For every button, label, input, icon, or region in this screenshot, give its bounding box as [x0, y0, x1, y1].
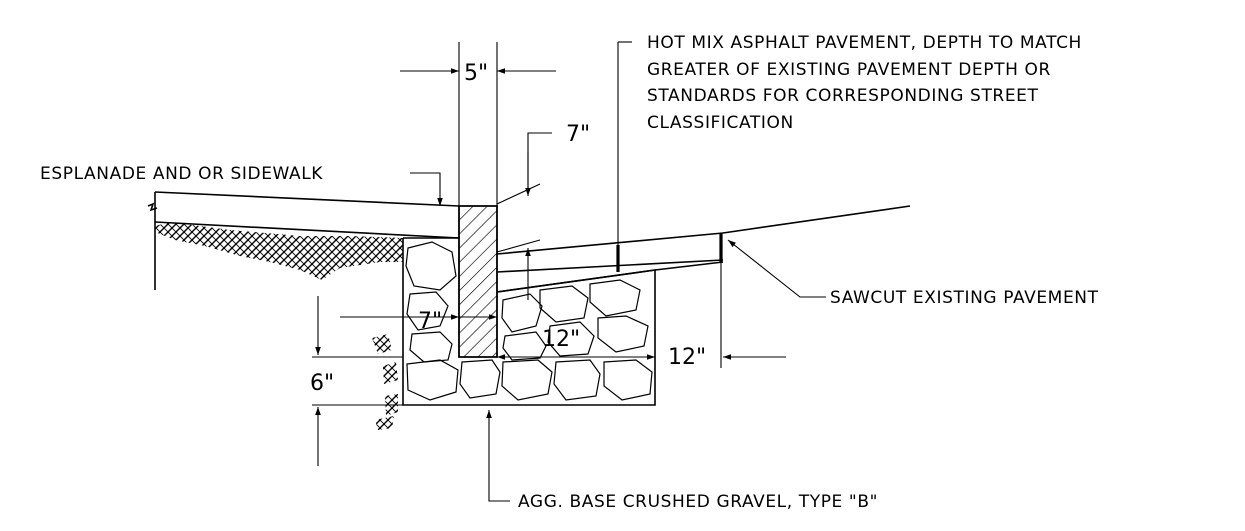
- dim-label-sawcut-offset: 12": [668, 345, 706, 370]
- dim-label-curb-width: 5": [464, 61, 488, 86]
- dim-curb-width: [400, 42, 556, 206]
- dim-label-curb-bottom: 7": [418, 309, 442, 334]
- dim-curb-reveal: [496, 132, 552, 300]
- sidewalk-slab: [147, 191, 460, 290]
- dim-label-base-extension: 12": [542, 327, 580, 352]
- label-asphalt-line-3: STANDARDS FOR CORRESPONDING STREET: [647, 86, 1039, 106]
- leader-esplanade: [410, 172, 443, 206]
- label-asphalt-line-1: HOT MIX ASPHALT PAVEMENT, DEPTH TO MATCH: [647, 33, 1082, 53]
- label-esplanade: ESPLANADE AND OR SIDEWALK: [40, 164, 323, 184]
- leader-base: [486, 410, 510, 502]
- aggregate-base: [402, 237, 656, 406]
- label-base: AGG. BASE CRUSHED GRAVEL, TYPE "B": [518, 492, 878, 512]
- soil-hatch: [155, 222, 403, 430]
- asphalt-pavement: [496, 41, 911, 368]
- dim-base-depth: [312, 296, 403, 466]
- dim-label-base-depth: 6": [310, 371, 334, 396]
- label-asphalt-line-4: CLASSIFICATION: [647, 113, 794, 133]
- label-sawcut: SAWCUT EXISTING PAVEMENT: [830, 288, 1099, 308]
- curb: [458, 205, 498, 358]
- dim-label-curb-reveal: 7": [566, 122, 590, 147]
- label-asphalt-line-2: GREATER OF EXISTING PAVEMENT DEPTH OR: [647, 60, 1051, 80]
- leader-sawcut: [727, 239, 826, 298]
